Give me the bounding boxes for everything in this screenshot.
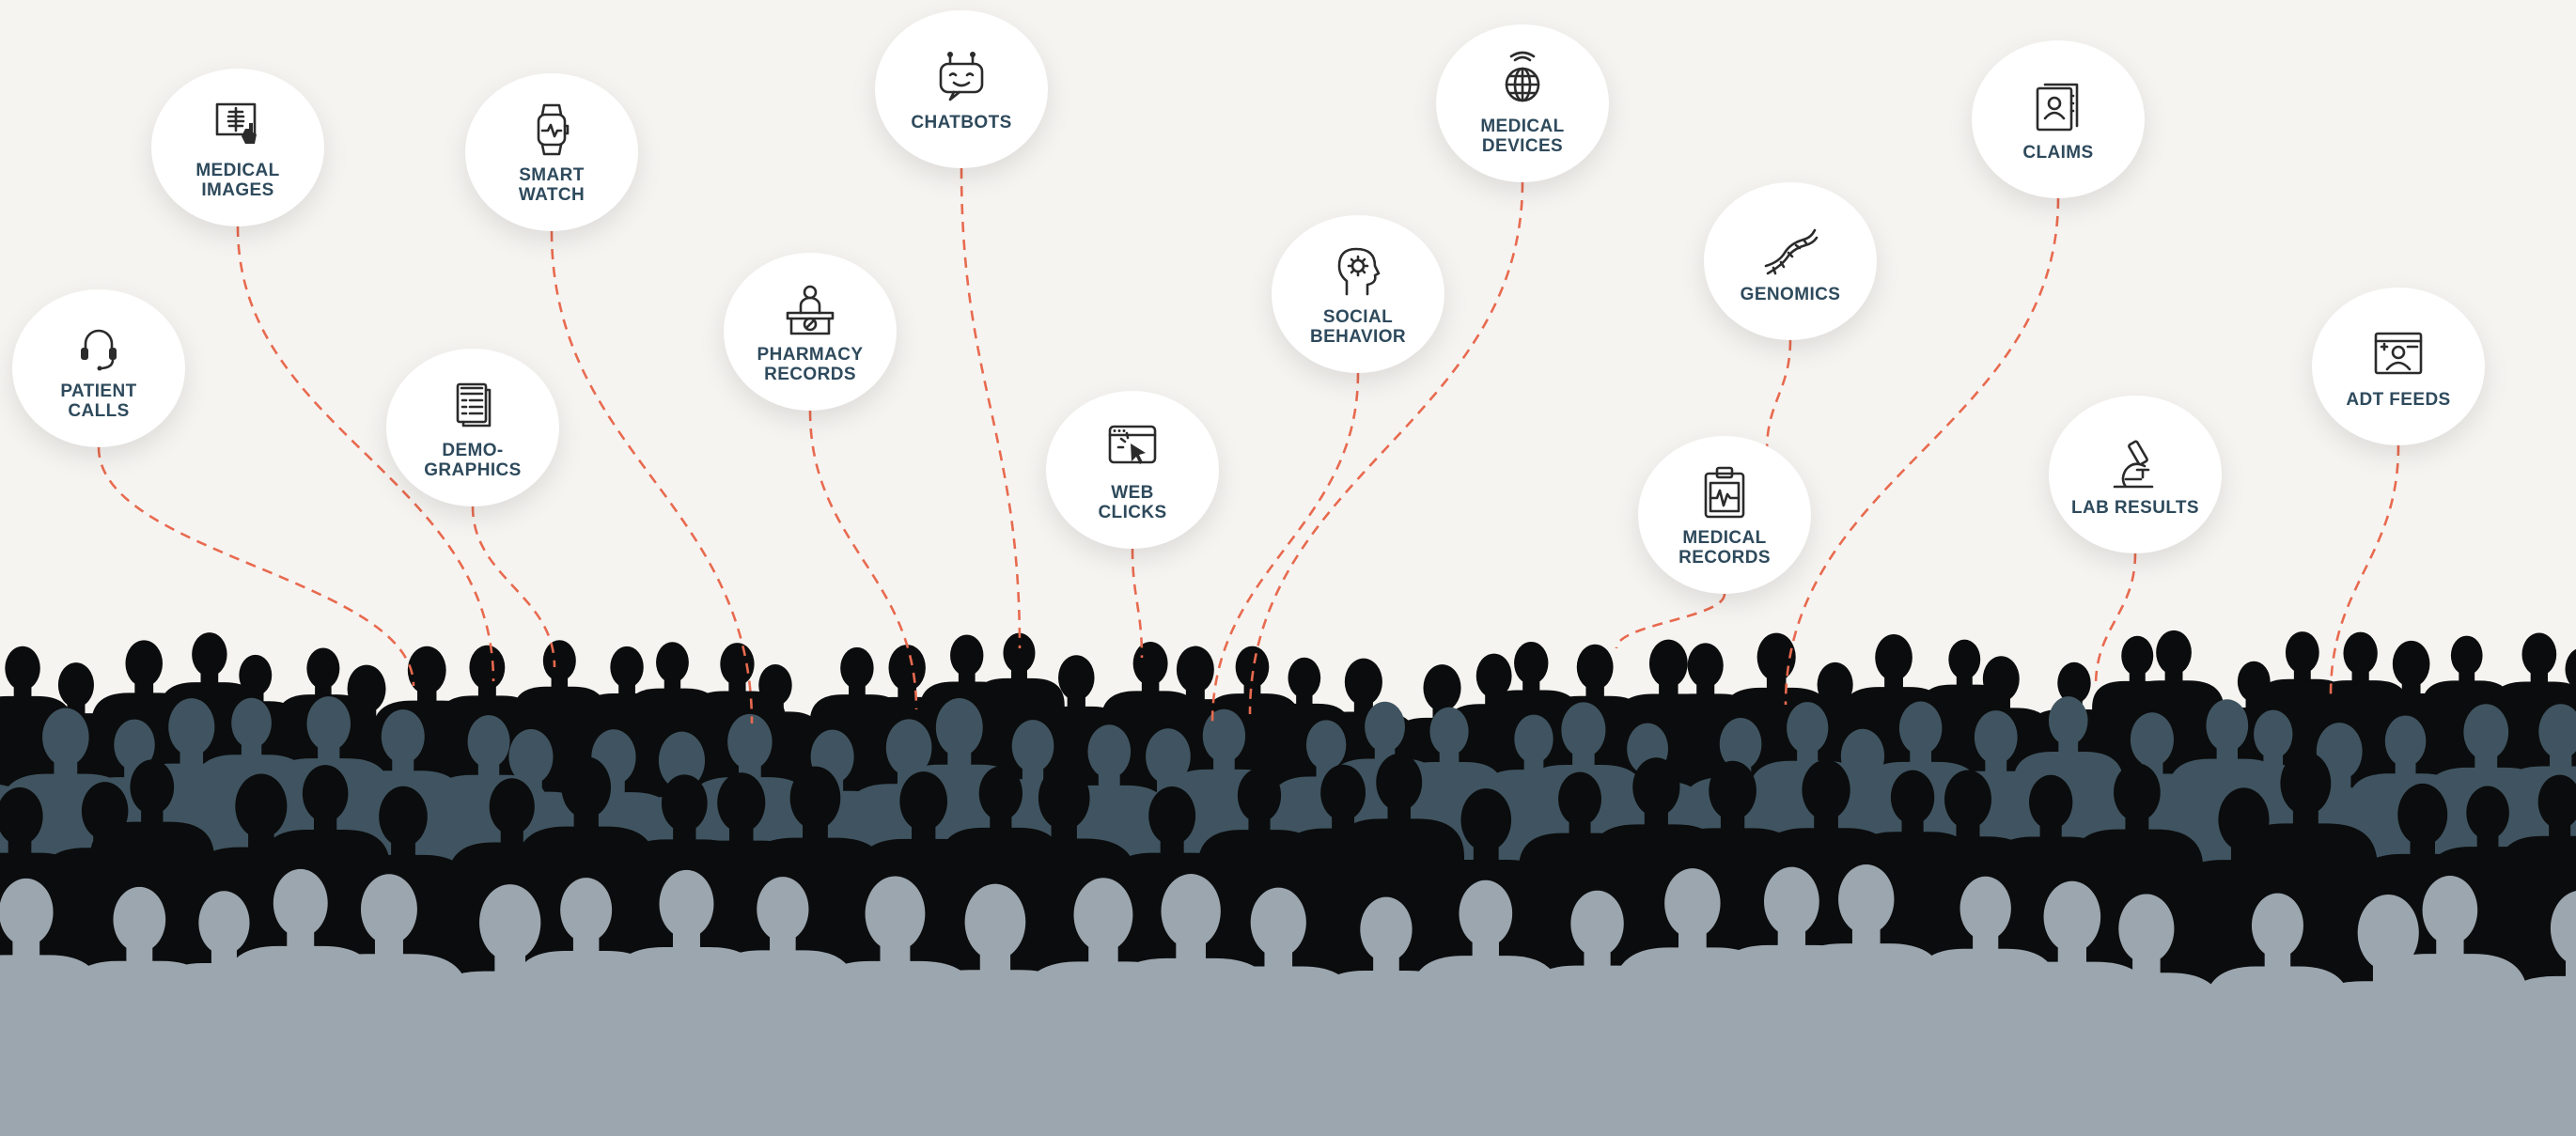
- node-label: SMART WATCH: [518, 165, 585, 205]
- node-claims: CLAIMS: [1972, 40, 2145, 198]
- node-medical-devices: MEDICAL DEVICES: [1436, 24, 1609, 182]
- connector-genomics: [1765, 339, 1792, 452]
- node-lab-results: LAB RESULTS: [2049, 396, 2222, 553]
- pharmacist-icon: [786, 285, 835, 335]
- connector-patient-calls: [97, 446, 415, 687]
- node-genomics: GENOMICS: [1704, 182, 1877, 340]
- node-social-behavior: SOCIAL BEHAVIOR: [1272, 215, 1444, 373]
- patient-card-icon: [2374, 332, 2423, 374]
- node-label: PATIENT CALLS: [60, 381, 137, 421]
- silhouette-front: [2068, 894, 2225, 1136]
- globe-signal-icon: [1505, 51, 1540, 102]
- node-label: ADT FEEDS: [2346, 389, 2451, 410]
- connector-social-behavior: [1210, 372, 1360, 724]
- silhouette-front: [1787, 864, 1945, 1136]
- profile-document-icon: [2036, 83, 2079, 131]
- node-web-clicks: WEB CLICKS: [1046, 391, 1219, 549]
- head-gear-icon: [1337, 247, 1381, 296]
- connector-web-clicks: [1131, 548, 1144, 659]
- node-label: GENOMICS: [1740, 284, 1841, 304]
- connector-adt-feeds: [2329, 444, 2400, 696]
- node-patient-calls: PATIENT CALLS: [12, 289, 185, 447]
- connector-demographics: [471, 506, 556, 668]
- silhouette-front: [2371, 876, 2528, 1136]
- node-demographics: DEMO- GRAPHICS: [386, 349, 559, 506]
- connector-pharmacy-records: [808, 410, 918, 710]
- node-label: DEMO- GRAPHICS: [424, 441, 522, 480]
- connector-smart-watch: [550, 230, 754, 724]
- connector-chatbots: [960, 167, 1022, 649]
- node-label: WEB CLICKS: [1098, 483, 1167, 522]
- node-label: CHATBOTS: [911, 112, 1012, 132]
- headset-icon: [81, 329, 117, 371]
- browser-click-icon: [1108, 425, 1157, 464]
- node-label: PHARMACY RECORDS: [757, 345, 864, 384]
- xray-icon: [215, 102, 257, 144]
- connector-lab-results: [2094, 552, 2137, 687]
- connector-medical-records: [1615, 593, 1726, 649]
- silhouette-front: [2494, 891, 2576, 1136]
- node-label: LAB RESULTS: [2071, 497, 2199, 518]
- node-label: MEDICAL DEVICES: [1480, 117, 1565, 156]
- node-medical-images: MEDICAL IMAGES: [151, 69, 324, 226]
- node-pharmacy-records: PHARMACY RECORDS: [724, 253, 897, 411]
- node-label: MEDICAL IMAGES: [195, 161, 280, 200]
- document-list-icon: [456, 382, 492, 428]
- node-label: CLAIMS: [2022, 142, 2094, 163]
- connector-claims: [1784, 197, 2060, 706]
- node-label: SOCIAL BEHAVIOR: [1309, 307, 1407, 347]
- node-chatbots: CHATBOTS: [875, 10, 1048, 168]
- connector-medical-images: [236, 226, 495, 682]
- node-smart-watch: SMART WATCH: [465, 73, 638, 231]
- node-adt-feeds: ADT FEEDS: [2312, 288, 2485, 445]
- microscope-icon: [2113, 440, 2154, 488]
- smartwatch-icon: [537, 103, 570, 156]
- clipboard-ecg-icon: [1704, 466, 1745, 519]
- node-label: MEDICAL RECORDS: [1678, 528, 1771, 568]
- dna-icon: [1764, 228, 1819, 274]
- robot-icon: [939, 51, 984, 101]
- connector-medical-devices: [1248, 181, 1524, 715]
- node-medical-records: MEDICAL RECORDS: [1638, 436, 1811, 594]
